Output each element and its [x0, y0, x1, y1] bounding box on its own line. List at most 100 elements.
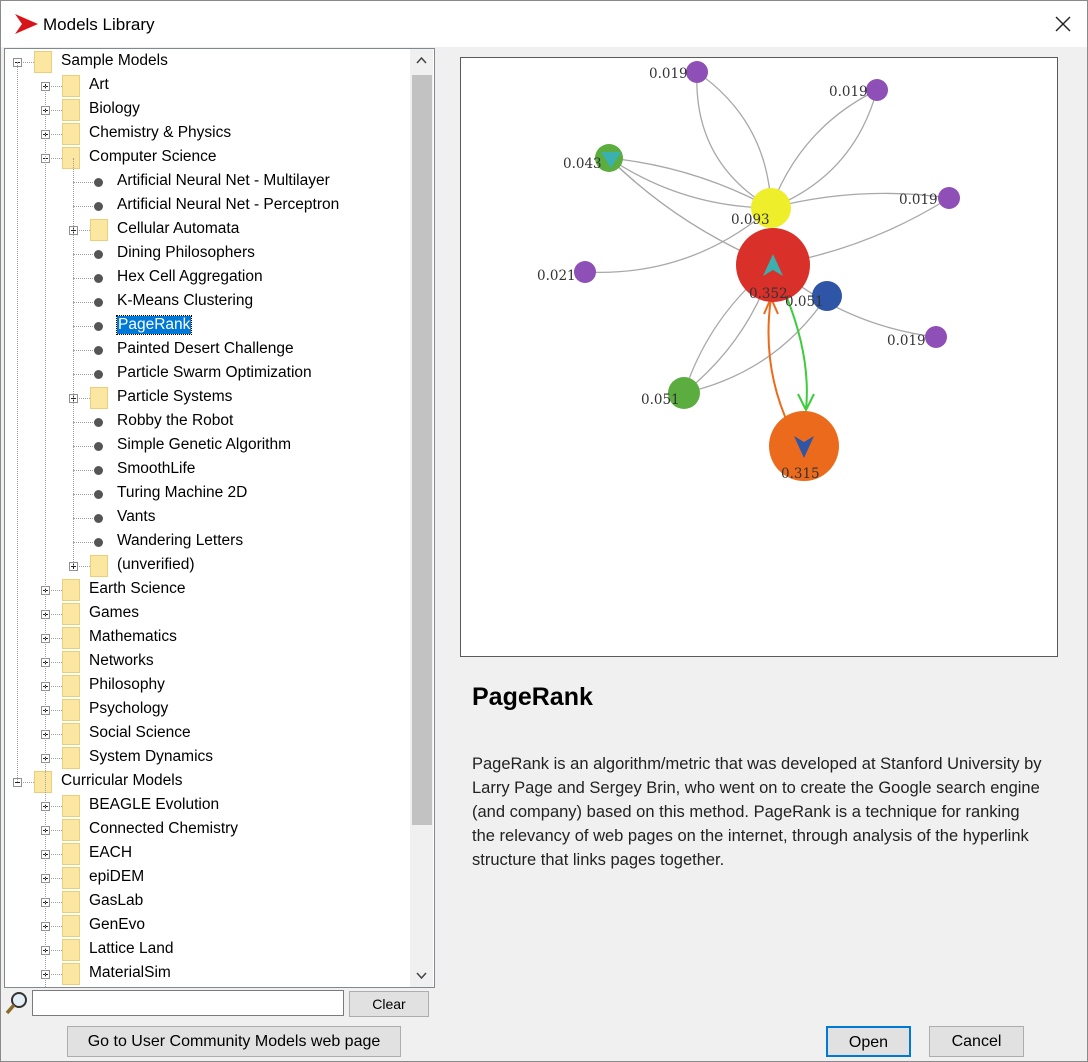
tree-item-label: Art: [89, 76, 109, 93]
tree-connector: [17, 782, 34, 783]
tree-connector: [73, 278, 93, 279]
open-button[interactable]: Open: [826, 1026, 911, 1057]
model-description: PageRank is an algorithm/metric that was…: [472, 755, 1042, 869]
close-button[interactable]: [1045, 7, 1081, 41]
tree-folder-row[interactable]: (unverified): [5, 554, 409, 578]
tree-guide-line: [17, 62, 18, 782]
community-models-button[interactable]: Go to User Community Models web page: [67, 1026, 401, 1057]
tree-connector: [45, 806, 62, 807]
tree-folder-row[interactable]: Networks: [5, 650, 409, 674]
scroll-down-icon[interactable]: [410, 963, 433, 987]
tree-item-label: Chemistry & Physics: [89, 124, 232, 141]
node-rank-label: 0.019: [887, 333, 926, 349]
tree-connector: [45, 686, 62, 687]
tree-folder-row[interactable]: Philosophy: [5, 674, 409, 698]
tree-connector: [73, 398, 90, 399]
tree-model-row[interactable]: K-Means Clustering: [5, 290, 409, 314]
graph-node: [866, 79, 888, 101]
tree-connector: [45, 878, 62, 879]
tree-folder-row[interactable]: Mathematics: [5, 626, 409, 650]
clear-button[interactable]: Clear: [349, 991, 429, 1017]
tree-folder-row[interactable]: BEAGLE Evolution: [5, 794, 409, 818]
link-line: [770, 192, 950, 209]
tree-folder-row[interactable]: epiDEM: [5, 866, 409, 890]
pagerank-network-graphic: 0.0190.0190.0430.0930.0190.0210.3520.051…: [537, 61, 960, 482]
tree-model-row[interactable]: Dining Philosophers: [5, 242, 409, 266]
tree-model-row[interactable]: Painted Desert Challenge: [5, 338, 409, 362]
tree-model-row[interactable]: Vants: [5, 506, 409, 530]
tree-folder-row[interactable]: Particle Systems: [5, 386, 409, 410]
folder-icon: [34, 771, 52, 793]
folder-icon: [90, 555, 108, 577]
tree-folder-row[interactable]: Curricular Models: [5, 770, 409, 794]
tree-model-row[interactable]: Turing Machine 2D: [5, 482, 409, 506]
tree-model-row[interactable]: Simple Genetic Algorithm: [5, 434, 409, 458]
tree-folder-row[interactable]: GenEvo: [5, 914, 409, 938]
tree-item-label: MaterialSim: [89, 964, 171, 981]
tree-item-label: Psychology: [89, 700, 169, 717]
folder-icon: [62, 603, 80, 625]
tree-connector: [45, 974, 62, 975]
netlogo-arrow-icon: [15, 14, 38, 34]
tree-folder-row[interactable]: Connected Chemistry: [5, 818, 409, 842]
tree-folder-row[interactable]: Games: [5, 602, 409, 626]
tree-model-row[interactable]: PageRank: [5, 314, 409, 338]
tree-folder-row[interactable]: Computer Science: [5, 146, 409, 170]
folder-icon: [62, 939, 80, 961]
model-title: PageRank: [472, 683, 593, 711]
node-rank-label: 0.093: [731, 212, 770, 228]
tree-folder-row[interactable]: Social Science: [5, 722, 409, 746]
tree-folder-row[interactable]: Psychology: [5, 698, 409, 722]
tree-connector: [45, 134, 62, 135]
link-line: [767, 297, 792, 431]
tree-folder-row[interactable]: Art: [5, 74, 409, 98]
tree-item-label: Dining Philosophers: [117, 244, 255, 261]
search-input[interactable]: [32, 990, 344, 1016]
tree-connector: [73, 302, 93, 303]
tree-scrollbar[interactable]: [410, 49, 433, 987]
tree-model-row[interactable]: Robby the Robot: [5, 410, 409, 434]
tree-item-label: epiDEM: [89, 868, 145, 885]
node-rank-label: 0.051: [785, 294, 824, 310]
model-node-icon: [94, 370, 103, 379]
scrollbar-thumb[interactable]: [412, 75, 432, 825]
tree-folder-row[interactable]: Lattice Land: [5, 938, 409, 962]
turtle-arrow-icon: [763, 254, 783, 276]
model-node-icon: [94, 322, 103, 331]
tree-folder-row[interactable]: Biology: [5, 98, 409, 122]
tree-model-row[interactable]: Hex Cell Aggregation: [5, 266, 409, 290]
folder-icon: [62, 147, 80, 169]
tree-folder-row[interactable]: Sample Models: [5, 50, 409, 74]
tree-folder-row[interactable]: Chemistry & Physics: [5, 122, 409, 146]
tree-model-row[interactable]: Artificial Neural Net - Perceptron: [5, 194, 409, 218]
model-node-icon: [94, 250, 103, 259]
folder-icon: [62, 579, 80, 601]
tree-model-row[interactable]: Particle Swarm Optimization: [5, 362, 409, 386]
graph-node: [925, 326, 947, 348]
tree-item-label: Biology: [89, 100, 140, 117]
tree-connector: [45, 638, 62, 639]
title-bar: Models Library: [1, 1, 1087, 47]
folder-icon: [62, 819, 80, 841]
tree-folder-row[interactable]: Earth Science: [5, 578, 409, 602]
scroll-up-icon[interactable]: [410, 49, 433, 73]
tree-connector: [73, 518, 93, 519]
tree-folder-row[interactable]: EACH: [5, 842, 409, 866]
tree-item-label: Sample Models: [61, 52, 168, 69]
tree-connector: [45, 110, 62, 111]
tree-folder-row[interactable]: System Dynamics: [5, 746, 409, 770]
tree-item-label: Lattice Land: [89, 940, 174, 957]
model-node-icon: [94, 418, 103, 427]
tree-model-row[interactable]: Wandering Letters: [5, 530, 409, 554]
tree-folder-row[interactable]: GasLab: [5, 890, 409, 914]
folder-icon: [62, 651, 80, 673]
tree-folder-row[interactable]: MaterialSim: [5, 962, 409, 986]
cancel-button[interactable]: Cancel: [929, 1026, 1024, 1057]
tree-folder-row[interactable]: Cellular Automata: [5, 218, 409, 242]
tree-model-row[interactable]: Artificial Neural Net - Multilayer: [5, 170, 409, 194]
tree-guide-line: [45, 86, 46, 987]
model-node-icon: [94, 538, 103, 547]
folder-icon: [62, 915, 80, 937]
tree-model-row[interactable]: SmoothLife: [5, 458, 409, 482]
